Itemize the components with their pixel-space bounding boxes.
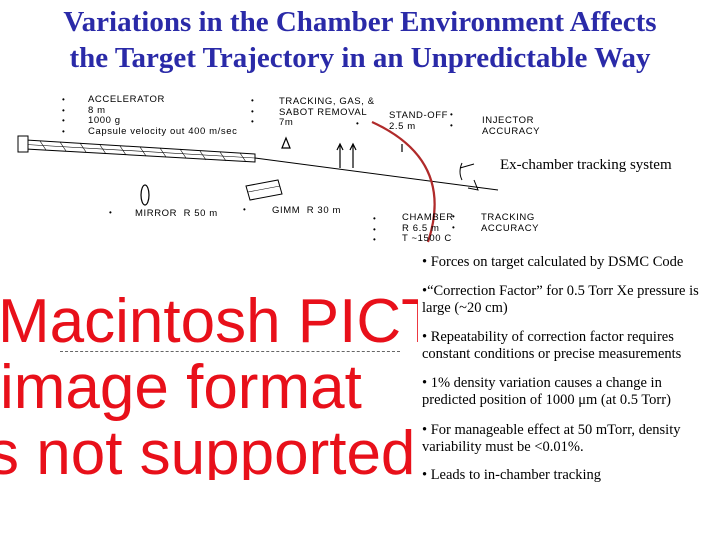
injector-accuracy-label: INJECTOR ACCURACY <box>482 115 541 137</box>
pict-line-3: s not supported <box>0 419 416 481</box>
accelerator-line-2: 8 m <box>88 104 106 116</box>
injector-line-2: ACCURACY <box>482 125 541 137</box>
mirror-label: MIRROR R 50 m <box>135 208 218 219</box>
tracking-gas-bullets: ••• <box>251 96 254 126</box>
chamber-bullets: ••• <box>373 214 376 244</box>
ex-chamber-label: Ex-chamber tracking system <box>500 157 672 173</box>
accelerator-line-4: Capsule velocity out 400 m/sec <box>88 125 238 137</box>
mirror-icon <box>140 184 150 206</box>
accelerator-line-3: 1000 g <box>88 115 121 126</box>
injector-line-1: INJECTOR <box>482 115 535 126</box>
tracking-accuracy-label: TRACKING ACCURACY <box>481 212 540 234</box>
tracking-gas-label: TRACKING, GAS, & SABOT REMOVAL 7m <box>279 96 375 129</box>
pict-dashed-rule-1 <box>60 351 400 352</box>
standoff-line-1: STAND-OFF <box>389 110 449 121</box>
accelerator-label: ACCELERATOR 8 m 1000 g Capsule velocity … <box>88 94 238 137</box>
gimm-label: GIMM R 30 m <box>272 205 341 216</box>
tracking-gas-line-1: TRACKING, GAS, & <box>279 96 375 107</box>
bullet-4: • 1% density variation causes a change i… <box>422 375 671 408</box>
slide-title: Variations in the Chamber Environment Af… <box>0 4 720 76</box>
tracking-gas-line-2: SABOT REMOVAL <box>279 106 368 118</box>
tracking-station-markers <box>281 136 403 168</box>
tracking-gas-extra-bullet: • <box>356 119 359 128</box>
beamline-diagram <box>17 121 499 243</box>
title-line-2: the Target Trajectory in an Unpredictabl… <box>69 42 651 74</box>
mirror-bullet: • <box>109 208 112 217</box>
pict-line-1: Macintosh PICT <box>0 287 418 356</box>
tracking-gas-line-3: 7m <box>279 117 294 128</box>
bullet-5: • For manageable effect at 50 mTorr, den… <box>422 422 681 455</box>
accelerator-bullets: •••• <box>62 95 65 136</box>
standoff-line-2: 2.5 m <box>389 120 416 132</box>
chamber-label: CHAMBER R 6.5 m T ~1500 C <box>402 212 454 245</box>
injector-aim-marker <box>459 162 479 191</box>
chamber-side-bullets: •• <box>452 212 455 232</box>
title-line-1: Variations in the Chamber Environment Af… <box>63 6 657 38</box>
chamber-line-2: R 6.5 m <box>402 222 440 234</box>
gimm-bullet: • <box>243 205 246 214</box>
gimm-plate-icon <box>245 179 283 201</box>
chamber-line-3: T ~1500 C <box>402 233 452 244</box>
bullet-3: • Repeatability of correction factor req… <box>422 329 682 362</box>
bullet-1: • Forces on target calculated by DSMC Co… <box>422 254 684 270</box>
bullet-6: • Leads to in-chamber tracking <box>422 467 602 483</box>
accelerator-barrel <box>17 135 256 163</box>
bullet-2: •“Correction Factor” for 0.5 Torr Xe pre… <box>422 283 699 316</box>
trajectory-line <box>254 157 499 191</box>
pict-placeholder: Macintosh PICT image format s not suppor… <box>0 280 418 481</box>
tracking-accuracy-line-2: ACCURACY <box>481 222 540 234</box>
accelerator-line-1: ACCELERATOR <box>88 94 165 105</box>
standoff-label: STAND-OFF 2.5 m <box>389 110 449 132</box>
tracking-accuracy-line-1: TRACKING <box>481 212 535 223</box>
standoff-bullets: •• <box>450 110 453 130</box>
chamber-line-1: CHAMBER <box>402 212 454 223</box>
chamber-wall-arc <box>371 121 436 243</box>
pict-line-2: image format <box>0 353 362 422</box>
